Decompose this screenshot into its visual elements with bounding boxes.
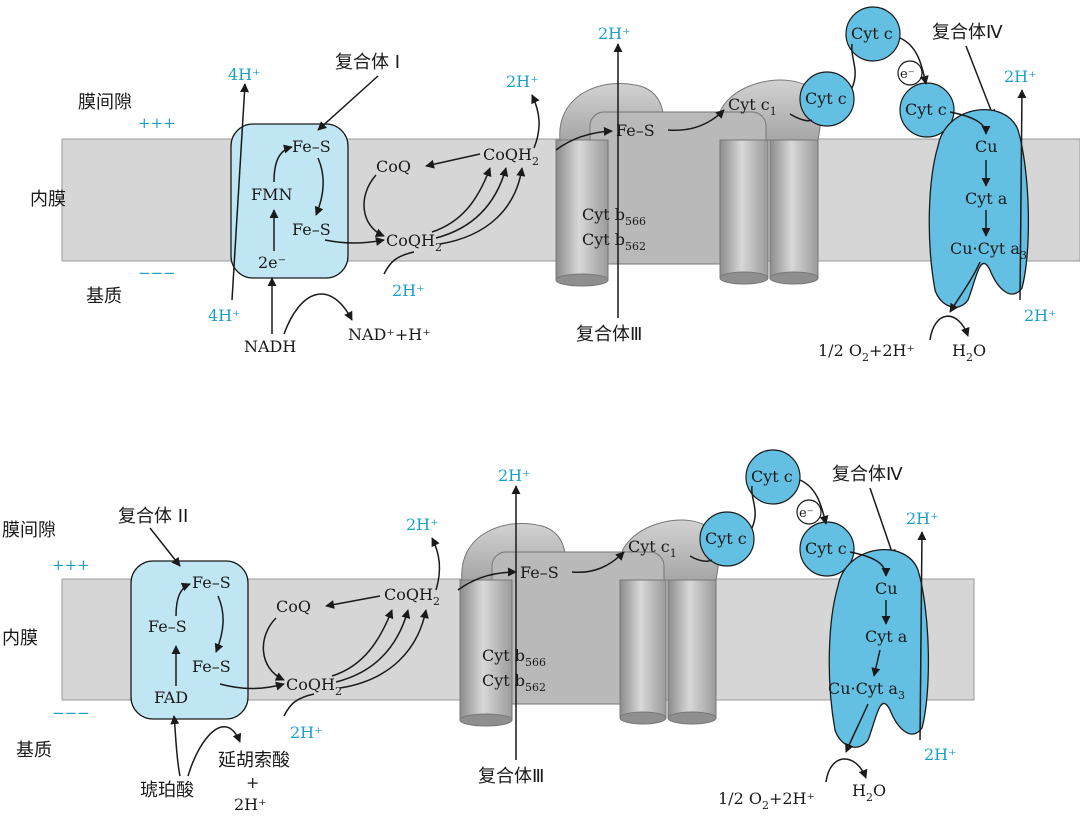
proton-2h-coq-top: 2H⁺	[506, 72, 539, 91]
complex4-cu-b: Cu	[875, 579, 898, 598]
complex4-cyta: Cyt a	[965, 189, 1008, 208]
cyt-b562: Cyt b562	[582, 230, 646, 253]
electron: e⁻	[900, 67, 915, 82]
coq: CoQ	[376, 157, 411, 176]
label-membrane-2: 内膜	[2, 628, 38, 649]
coqh2-bottom: CoQH2	[386, 231, 442, 254]
cyt-b566-b: Cyt b566	[482, 646, 546, 669]
complex4-cu: Cu	[975, 137, 998, 156]
cyt-c-1: Cyt c	[805, 89, 847, 108]
label-matrix-2: 基质	[16, 740, 52, 761]
label-membrane: 内膜	[30, 189, 66, 210]
complex-4-b	[828, 548, 930, 748]
fes-2a: Fe–S	[192, 573, 231, 592]
complex-3-name: 复合体Ⅲ	[576, 324, 642, 345]
charge-minus-2: −−−	[52, 704, 90, 722]
cyt-c1: Cyt c1	[728, 95, 777, 118]
oxygen-reactant: 1/2 O2+2H⁺	[818, 341, 915, 364]
coqh2-top-2: CoQH2	[384, 585, 440, 608]
proton-2h-complex4-top: 2H⁺	[1004, 67, 1037, 86]
proton-4h-bottom: 4H⁺	[208, 306, 241, 325]
oxygen-reactant-b: 1/2 O2+2H⁺	[718, 789, 815, 812]
fes-2c: Fe–S	[192, 657, 231, 676]
fumarate-plus: +	[246, 773, 259, 792]
complex3-fes-b: Fe–S	[520, 563, 559, 582]
charge-minus: −−−	[138, 264, 176, 282]
cyt-c-1b: Cyt c	[705, 529, 747, 548]
water-product-b: H2O	[852, 781, 886, 804]
label-intermembrane-2: 膜间隙	[2, 520, 56, 541]
label-matrix: 基质	[86, 286, 122, 307]
panel-2: 膜间隙 +++ 内膜 −−− 基质 复合体 II Fe–S Fe–S Fe–S …	[2, 449, 975, 814]
nadh: NADH	[244, 337, 296, 356]
coq-2: CoQ	[276, 597, 311, 616]
fad: FAD	[154, 688, 188, 707]
fes-1b: Fe–S	[292, 220, 331, 239]
fmn: FMN	[251, 185, 292, 204]
charge-plus-2: +++	[52, 556, 90, 574]
proton-2h-complex3: 2H⁺	[598, 24, 631, 43]
cyt-c-2b: Cyt c	[751, 467, 793, 486]
proton-2h-complex3-b: 2H⁺	[498, 466, 531, 485]
complex3-fes: Fe–S	[616, 121, 655, 140]
complex-4-name-b: 复合体Ⅳ	[832, 464, 903, 485]
coqh2-bottom-2: CoQH2	[286, 675, 342, 698]
fumarate: 延胡索酸	[218, 750, 290, 771]
complex4-cu-cyta3-b: Cu·Cyt a3	[828, 679, 905, 702]
complex-3-b	[459, 519, 720, 727]
complex-3-name-b: 复合体Ⅲ	[478, 766, 544, 787]
cyt-b562-b: Cyt b562	[482, 671, 546, 694]
proton-2h-coq-bottom-2: 2H⁺	[290, 723, 323, 742]
proton-2h-complex4-top-b: 2H⁺	[906, 509, 939, 528]
cyt-c-3: Cyt c	[905, 100, 947, 119]
fes-2b: Fe–S	[148, 617, 187, 636]
fumarate-2h: 2H⁺	[234, 795, 267, 814]
complex4-cyta-b: Cyt a	[865, 627, 908, 646]
proton-2h-coq-bottom: 2H⁺	[392, 281, 425, 300]
complex-3	[555, 79, 822, 287]
complex-1-name: 复合体 I	[335, 52, 400, 73]
cyt-c1-b: Cyt c1	[628, 537, 677, 560]
proton-2h-coq-top-2: 2H⁺	[406, 515, 439, 534]
two-electron: 2e⁻	[258, 253, 286, 272]
charge-plus: +++	[138, 114, 176, 132]
label-intermembrane: 膜间隙	[78, 92, 132, 113]
panel-1: 膜间隙 +++ 内膜 −−− 基质 复合体 I Fe–S FMN Fe–S 2e…	[30, 6, 1080, 364]
water-product: H2O	[952, 341, 986, 364]
succinate: 琥珀酸	[140, 780, 194, 801]
electron-b: e⁻	[799, 506, 814, 521]
complex-2	[130, 560, 249, 720]
proton-4h-top: 4H⁺	[228, 65, 261, 84]
fes-1a: Fe–S	[292, 137, 331, 156]
complex4-cu-cyta3: Cu·Cyt a3	[950, 239, 1027, 262]
complex-4-name: 复合体Ⅳ	[932, 22, 1003, 43]
complex-2-name: 复合体 II	[118, 506, 188, 527]
cyt-c-3b: Cyt c	[805, 539, 847, 558]
proton-2h-complex4-bottom: 2H⁺	[1024, 306, 1057, 325]
cyt-c-2: Cyt c	[851, 24, 893, 43]
coqh2-top: CoQH2	[483, 145, 539, 168]
cyt-b566: Cyt b566	[582, 205, 646, 228]
proton-2h-complex4-bottom-b: 2H⁺	[924, 745, 957, 764]
nad-product: NAD⁺+H⁺	[348, 325, 431, 344]
complex-1	[230, 123, 349, 279]
complex-4	[928, 108, 1030, 308]
